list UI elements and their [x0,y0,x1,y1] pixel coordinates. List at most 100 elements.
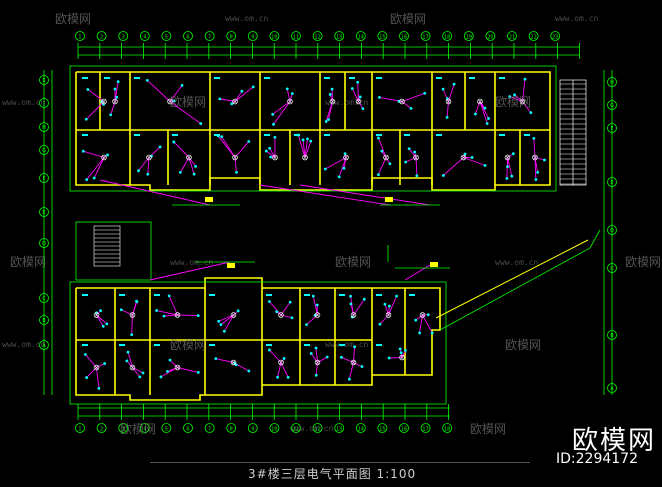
lower-outer-frame [69,281,447,405]
watermark-text: 欧模网 [170,338,207,352]
axis-bubble-right [607,177,617,187]
axis-bubble-left [39,340,49,350]
axis-label-bottom: 9 [251,427,254,433]
axis-bubble-top [269,31,280,41]
axis-label-bottom: 7 [208,427,211,433]
axis-bubble-right [607,383,617,393]
axis-label-left: B [42,318,46,324]
wiring-circuits [83,79,545,389]
axis-label-bottom: 2 [100,427,103,433]
axis-label-bottom: 1 [78,427,81,433]
axis-label-bottom: 4 [143,427,146,433]
axis-label-top: 1 [78,35,81,41]
panel-marks [205,197,438,268]
axis-bubble-bottom [139,423,150,433]
axis-bubble-bottom [183,423,193,433]
watermark-url: www.om.cn [225,14,269,23]
axis-label-bottom: 11 [293,427,299,433]
axis-bubble-top [377,31,388,41]
axis-label-top: 4 [143,35,146,41]
lower-walls [75,277,441,401]
upper-stair [559,79,587,186]
watermark-text: 欧模网 [10,255,47,269]
watermark-text: 欧模网 [505,338,542,352]
watermark-text: 欧模网 [470,422,507,436]
axis-bubble-left [39,75,49,85]
electrical-fixtures [81,77,546,390]
axis-label-top: 5 [165,35,168,41]
axis-label-top: 21 [509,35,515,41]
axis-bubble-left [39,238,49,248]
axis-bubble-left [39,207,49,217]
axis-label-top: 16 [401,35,407,41]
axis-label-top: 11 [293,35,299,41]
axis-label-top: 23 [552,35,558,41]
lower-building-block [69,277,447,405]
axis-label-top: 20 [487,35,493,41]
axis-label-right: D [610,228,614,234]
watermark-url: www.om.cn [2,340,46,349]
axis-bubble-bottom [442,423,453,433]
axis-bubble-top [183,31,193,41]
axis-label-top: 6 [186,35,189,41]
axis-label-top: 12 [314,35,320,41]
axis-bubble-left [39,293,49,303]
upper-walls [75,71,551,191]
axis-bubble-right [607,263,617,273]
axis-label-left: D [42,241,46,247]
brand-id: ID:2294172 [556,451,638,467]
axis-label-bottom: 15 [379,427,385,433]
axis-bubble-top [118,31,129,41]
axis-label-top: 8 [230,35,233,41]
axis-label-bottom: 6 [186,427,189,433]
axis-label-top: 17 [422,35,428,41]
axis-bubble-bottom [247,423,258,433]
axis-label-right: H [610,80,614,86]
axis-label-top: 18 [444,35,450,41]
axis-label-left: A [42,343,46,349]
axis-label-bottom: 18 [444,427,450,433]
axis-bubbles: 1122334455667788991010111112121313141415… [39,31,617,433]
axis-label-left: H [42,125,46,131]
axis-label-left: F [43,176,46,182]
watermark-text: 欧模网 [55,12,92,26]
watermark-text: 欧模网 [390,12,427,26]
watermark-url: www.om.cn [170,258,214,267]
watermark-text: 欧模网 [170,95,207,109]
axis-label-left: G [42,148,46,154]
axis-bubble-top [399,31,409,41]
watermark-text: 欧模网 [120,422,157,436]
axis-bubble-top [355,31,366,41]
axis-bubble-top [312,31,323,41]
watermark-url: www.om.cn [325,340,369,349]
axis-bubble-left [39,122,49,132]
axis-bubble-top [334,31,345,41]
axis-label-left: J [42,101,44,107]
axis-label-left: K [42,78,46,84]
axis-bubble-right [607,100,617,110]
axis-label-left: E [42,210,45,216]
axis-bubble-top [75,31,85,41]
axis-bubble-top [291,31,301,41]
axis-label-left: C [42,296,46,302]
axis-bubble-bottom [355,423,366,433]
watermark-url: www.om.cn [325,98,369,107]
axis-label-bottom: 13 [336,427,342,433]
title-underline [150,462,530,485]
watermark-url: www.om.cn [2,98,46,107]
axis-label-right: E [610,180,613,186]
axis-label-top: 2 [100,35,103,41]
watermark-text: 欧模网 [495,95,532,109]
drawing-title: 3#楼三层电气平面图 1:100 [248,467,417,481]
axis-label-bottom: 14 [358,427,364,433]
corridor [75,221,601,331]
axis-label-bottom: 12 [314,427,320,433]
axis-label-top: 14 [358,35,364,41]
axis-bubble-top [96,31,107,41]
axis-bubble-left [39,315,49,325]
axis-bubble-right [607,77,617,87]
axis-bubble-left [39,173,49,183]
axis-label-right: G [610,103,614,109]
axis-bubble-top [507,31,517,41]
